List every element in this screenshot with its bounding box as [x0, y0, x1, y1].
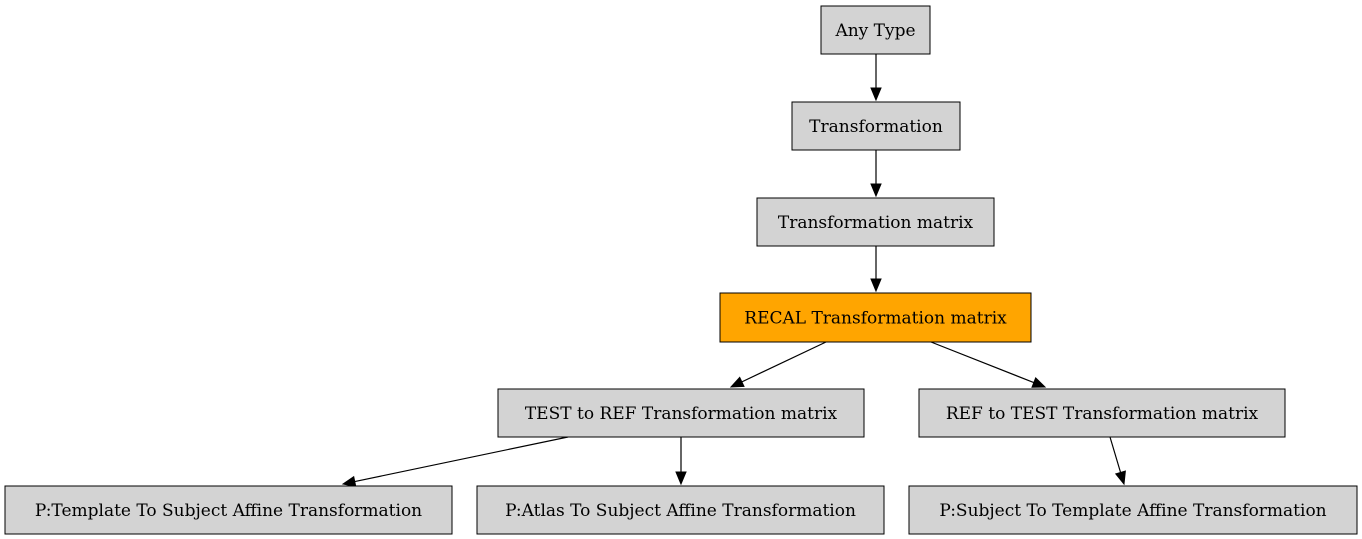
node-label: TEST to REF Transformation matrix: [525, 404, 838, 424]
node-p-template-to-subject[interactable]: P:Template To Subject Affine Transformat…: [4, 485, 453, 535]
arrowhead-icon: [341, 475, 357, 488]
node-box[interactable]: [820, 5, 931, 55]
arrowhead-icon: [870, 278, 882, 293]
node-ref-to-test[interactable]: REF to TEST Transformation matrix: [918, 388, 1286, 438]
edges-layer: [341, 54, 1126, 488]
node-p-atlas-to-subject[interactable]: P:Atlas To Subject Affine Transformation: [476, 485, 885, 535]
node-transformation-matrix[interactable]: Transformation matrix: [756, 197, 995, 247]
arrowhead-icon: [675, 471, 687, 486]
node-transformation[interactable]: Transformation: [791, 101, 961, 151]
node-box[interactable]: [497, 388, 865, 438]
node-label: Any Type: [834, 21, 915, 41]
edge-transformation-to-transformation-matrix: [870, 150, 882, 198]
edge-test-to-ref-to-p-atlas-to-subject: [675, 437, 687, 486]
node-recal-transformation-matrix[interactable]: RECAL Transformation matrix: [719, 292, 1032, 343]
node-label: RECAL Transformation matrix: [744, 309, 1007, 329]
node-box[interactable]: [918, 388, 1286, 438]
edge-recal-transformation-matrix-to-ref-to-test: [930, 341, 1047, 388]
edge-any-type-to-transformation: [870, 54, 882, 102]
node-box[interactable]: [4, 485, 453, 535]
node-box[interactable]: [756, 197, 995, 247]
node-label: P:Template To Subject Affine Transformat…: [35, 501, 422, 521]
node-label: REF to TEST Transformation matrix: [946, 404, 1259, 424]
node-label: Transformation: [809, 117, 943, 137]
arrowhead-icon: [870, 183, 882, 198]
arrowhead-icon: [1031, 377, 1047, 388]
arrowhead-icon: [870, 87, 882, 102]
edge-line: [354, 436, 569, 483]
arrowhead-icon: [729, 376, 745, 388]
node-box[interactable]: [476, 485, 885, 535]
edge-ref-to-test-to-p-subject-to-template: [1109, 436, 1126, 486]
node-any-type[interactable]: Any Type: [820, 5, 931, 55]
arrowhead-icon: [1114, 470, 1126, 486]
node-label: Transformation matrix: [778, 213, 974, 233]
node-label: P:Subject To Template Affine Transformat…: [939, 501, 1326, 521]
edge-test-to-ref-to-p-template-to-subject: [341, 436, 569, 488]
edge-line: [1109, 436, 1122, 473]
edge-transformation-matrix-to-recal-transformation-matrix: [870, 246, 882, 293]
node-box[interactable]: [719, 292, 1032, 343]
edge-line: [741, 341, 827, 383]
node-box[interactable]: [791, 101, 961, 151]
edge-line: [930, 341, 1035, 384]
node-label: P:Atlas To Subject Affine Transformation: [505, 501, 856, 521]
node-p-subject-to-template[interactable]: P:Subject To Template Affine Transformat…: [908, 485, 1358, 535]
edge-recal-transformation-matrix-to-test-to-ref: [729, 341, 827, 388]
node-box[interactable]: [908, 485, 1358, 535]
node-test-to-ref[interactable]: TEST to REF Transformation matrix: [497, 388, 865, 438]
